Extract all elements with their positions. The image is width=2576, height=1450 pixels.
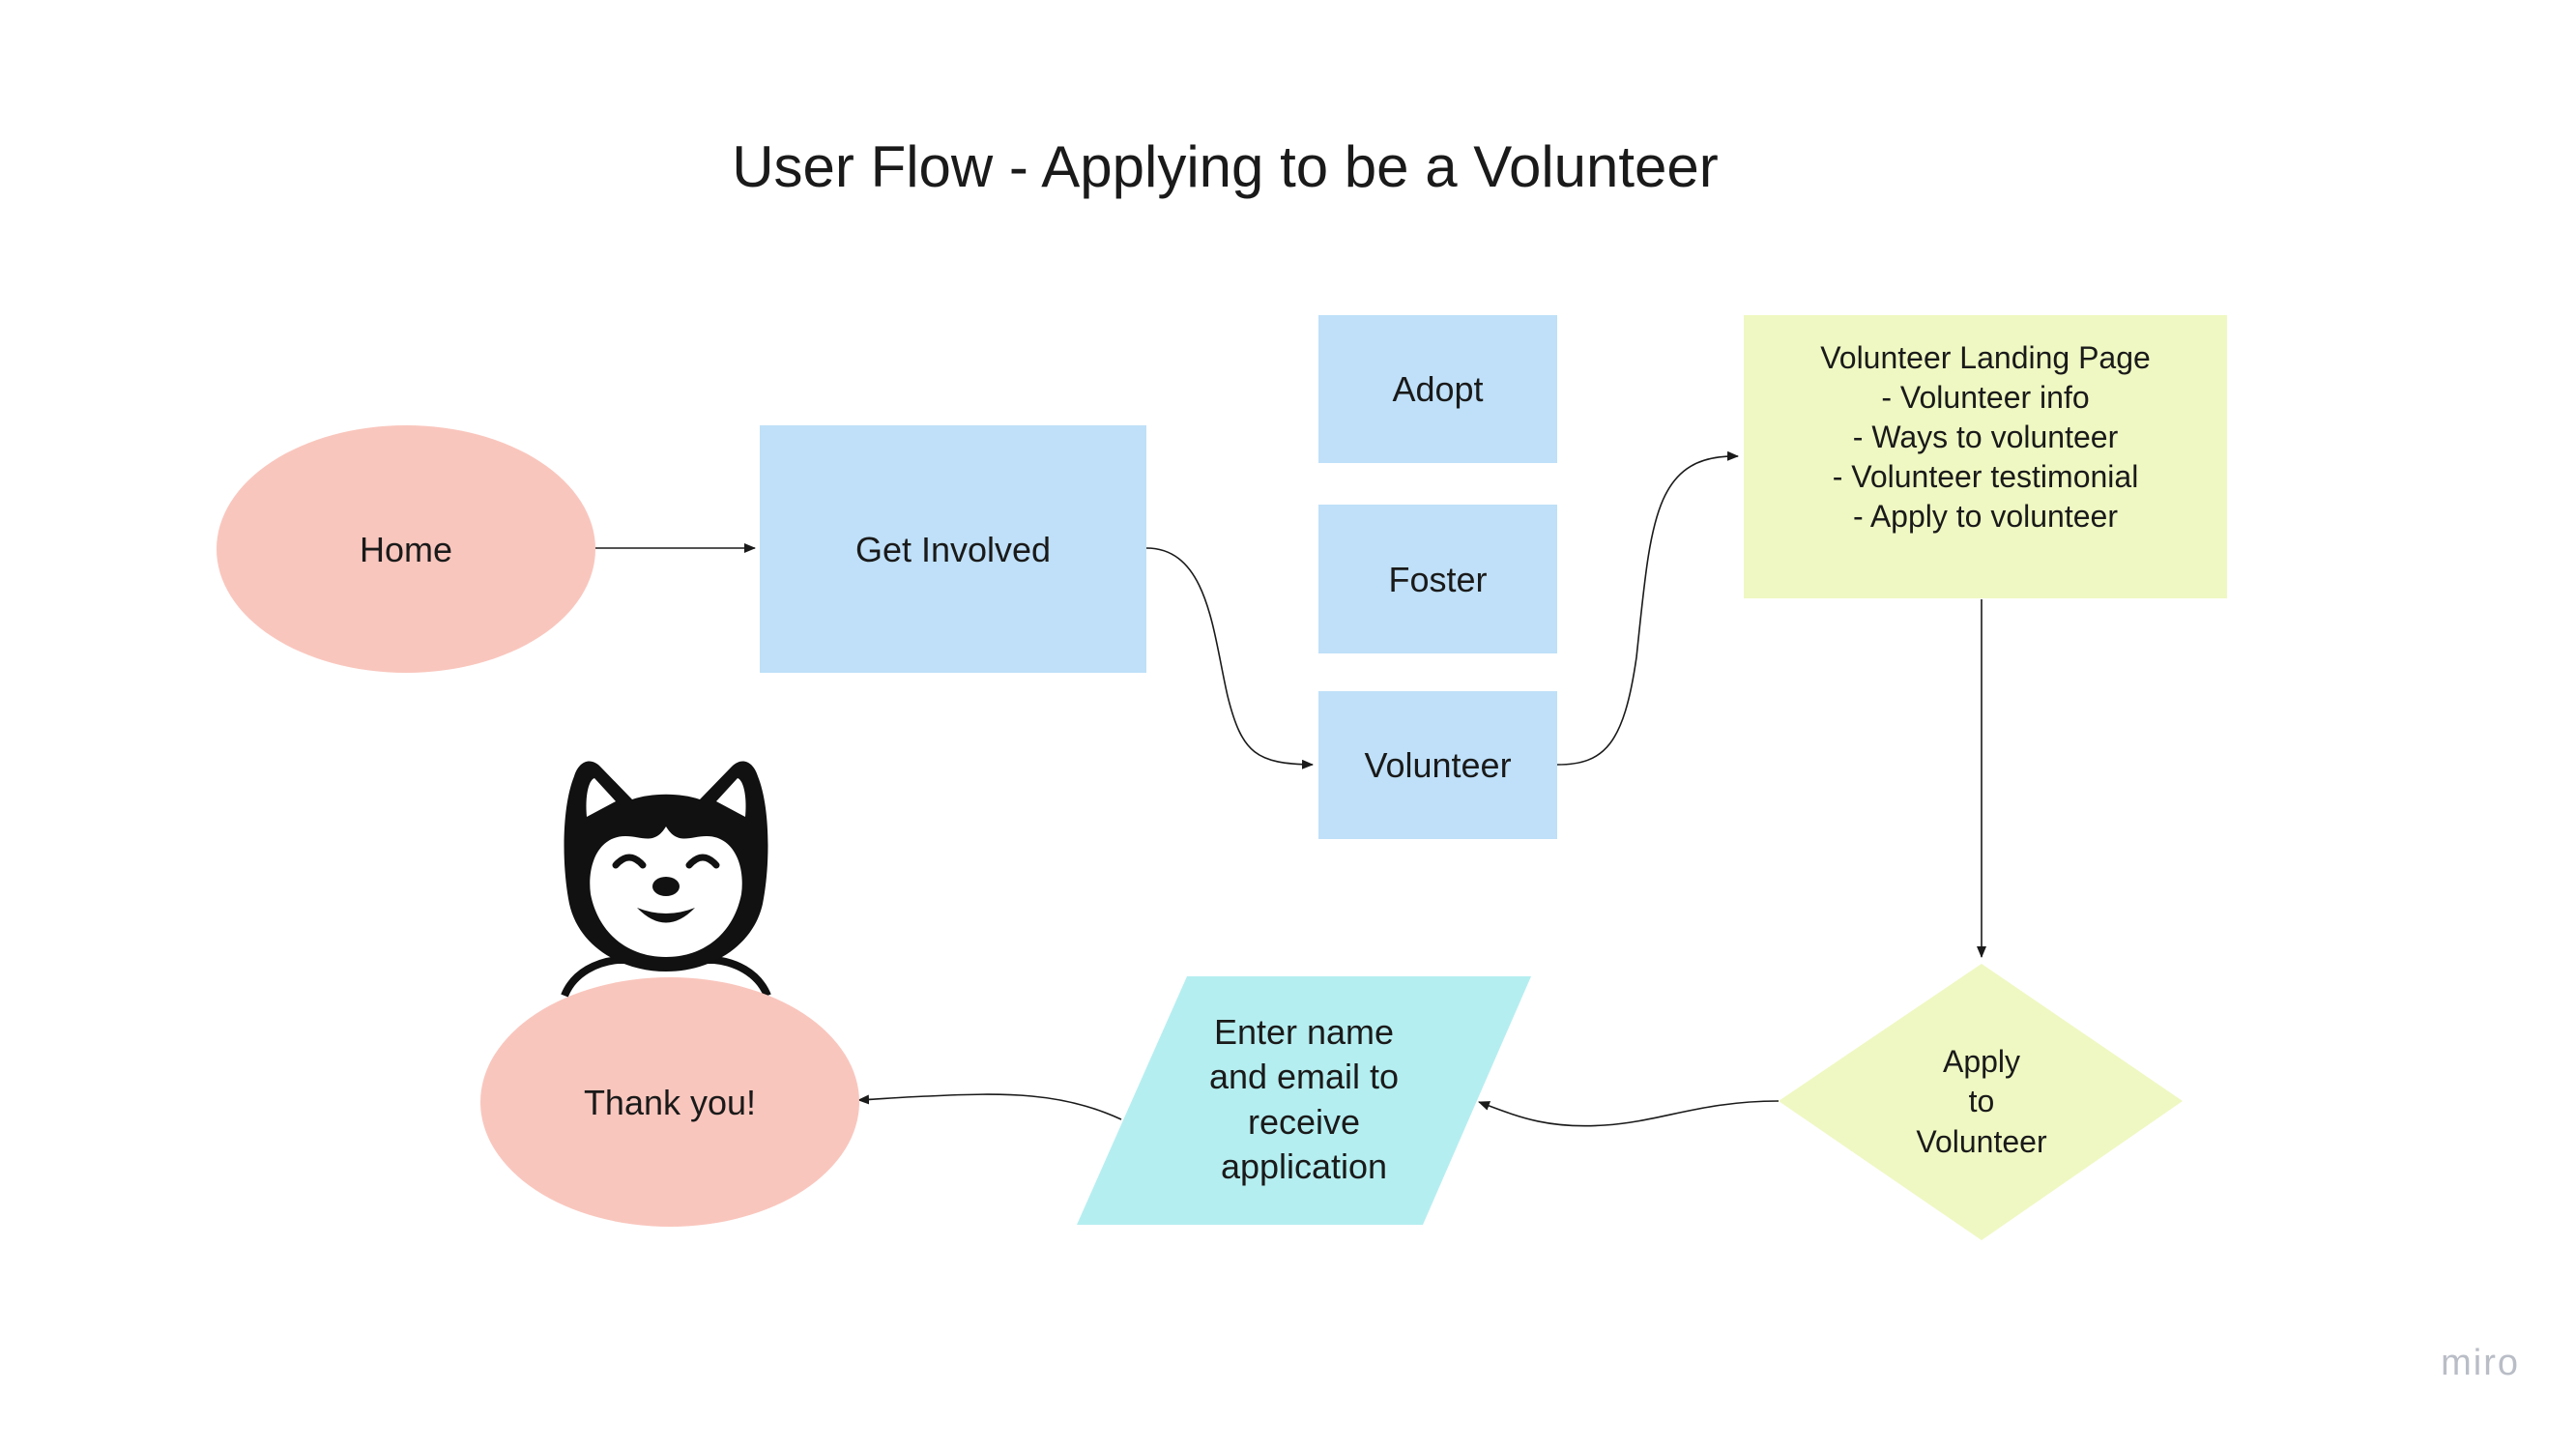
get-involved-label: Get Involved	[854, 529, 1052, 569]
enter-info-line-4: application	[1220, 1146, 1388, 1186]
foster-label: Foster	[1388, 559, 1488, 599]
husky-dog-icon	[561, 761, 771, 998]
apply-line-3: Volunteer	[1916, 1123, 2047, 1159]
apply-line-1: Apply	[1942, 1043, 2021, 1079]
landing-line-ways: - Ways to volunteer	[1852, 420, 2119, 455]
thank-you-label: Thank you!	[583, 1082, 757, 1122]
connector-volunteer-to-landing	[1556, 450, 1739, 766]
adopt-label: Adopt	[1392, 369, 1484, 409]
apply-decision-diamond	[1779, 964, 2183, 1240]
connector-enter-info-to-thank-you	[857, 1093, 1122, 1120]
landing-line-title: Volunteer Landing Page	[1820, 340, 2151, 376]
miro-watermark: miro	[2441, 1343, 2520, 1383]
landing-line-apply: - Apply to volunteer	[1853, 498, 2118, 534]
enter-info-parallelogram	[1077, 976, 1531, 1225]
apply-line-2: to	[1968, 1084, 1995, 1119]
get-involved-node: Get Involved	[760, 425, 1146, 673]
volunteer-node: Volunteer	[1318, 691, 1557, 839]
home-label: Home	[359, 529, 453, 569]
connector-apply-to-enter-info	[1478, 1100, 1780, 1127]
diagram-title: User Flow - Applying to be a Volunteer	[732, 134, 1719, 199]
adopt-node: Adopt	[1318, 315, 1557, 463]
enter-info-line-1: Enter name	[1213, 1012, 1395, 1053]
volunteer-label: Volunteer	[1364, 745, 1512, 785]
foster-node: Foster	[1318, 505, 1557, 653]
enter-info-label: Enter name and email to receive applicat…	[1159, 996, 1449, 1204]
apply-decision-label: Apply to Volunteer	[1837, 1025, 2127, 1179]
volunteer-landing-page-node: Volunteer Landing Page - Volunteer info …	[1744, 315, 2227, 598]
home-node: Home	[217, 425, 595, 673]
enter-info-line-2: and email to	[1208, 1057, 1400, 1097]
landing-line-info: - Volunteer info	[1881, 380, 2090, 416]
enter-info-line-3: receive	[1247, 1101, 1361, 1142]
landing-line-testimonial: - Volunteer testimonial	[1832, 458, 2139, 494]
thank-you-node: Thank you!	[480, 977, 859, 1227]
connector-get-involved-to-volunteer	[1145, 547, 1314, 769]
